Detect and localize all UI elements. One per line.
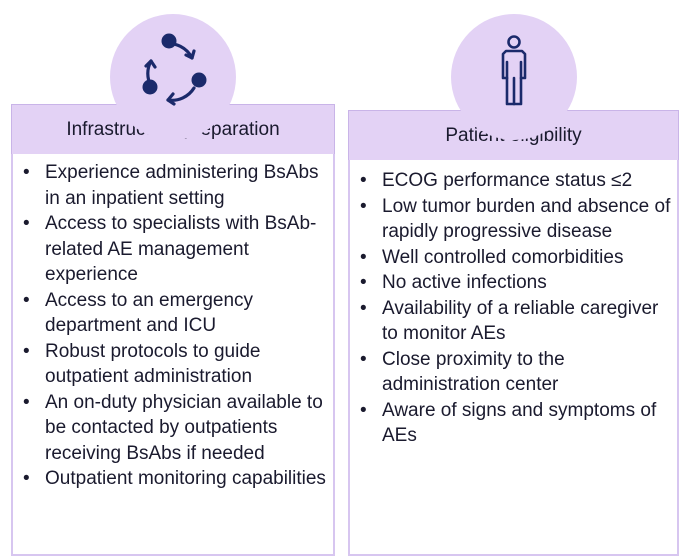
list-item: •Aware of signs and symptoms of AEs bbox=[360, 399, 657, 447]
list-item: •Access to specialists with BsAb-related… bbox=[23, 213, 317, 285]
list-item: •Well controlled comorbidities bbox=[360, 246, 624, 268]
list-item: •ECOG performance status ≤2 bbox=[360, 170, 633, 191]
infrastructure-panel: •Experience administering BsAbs in an in… bbox=[11, 152, 335, 556]
list-item: •Access to an emergency department and I… bbox=[23, 289, 254, 337]
person-icon bbox=[501, 35, 527, 106]
patient-eligibility-panel: •ECOG performance status ≤2 •Low tumor b… bbox=[348, 158, 679, 556]
list-item: •No active infections bbox=[360, 272, 547, 293]
list-item: •Close proximity to the administration c… bbox=[360, 348, 565, 396]
list-item: •Low tumor burden and absence of rapidly… bbox=[360, 195, 671, 243]
list-item: •Outpatient monitoring capabilities bbox=[23, 468, 326, 489]
cycle-arrows-icon bbox=[142, 33, 207, 106]
icon-circle bbox=[110, 14, 236, 140]
list-item: •An on-duty physician available to be co… bbox=[23, 391, 323, 464]
list-item: •Robust protocols to guide outpatient ad… bbox=[23, 340, 261, 388]
list-item: •Experience administering BsAbs in an in… bbox=[23, 162, 319, 209]
icon-circle bbox=[451, 14, 577, 140]
list-item: •Availability of a reliable caregiver to… bbox=[360, 297, 659, 345]
